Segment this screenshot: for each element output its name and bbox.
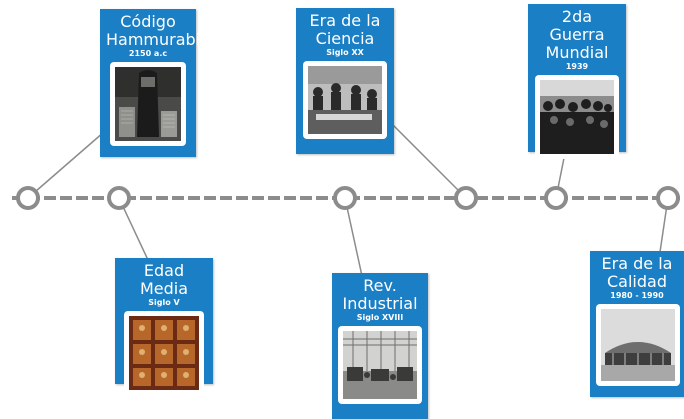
event-card-hammurabi[interactable]: Código Hammurabi 2150 a.c bbox=[100, 9, 201, 157]
event-photo-frame bbox=[303, 61, 387, 139]
event-title-line: Calidad bbox=[607, 272, 667, 291]
event-title-line: Era de la bbox=[309, 11, 381, 30]
event-title-line: Ciencia bbox=[315, 29, 375, 48]
event-title-line: Código bbox=[120, 12, 176, 31]
event-date: 1980 - 1990 bbox=[610, 291, 664, 300]
event-photo-frame bbox=[124, 311, 204, 395]
event-title-line: 2da Guerra bbox=[549, 7, 605, 44]
event-card-calidad[interactable]: Era de la Calidad 1980 - 1990 bbox=[590, 251, 684, 397]
connector-hammurabi bbox=[27, 131, 105, 199]
event-date: 2150 a.c bbox=[128, 49, 168, 58]
event-photo-frame bbox=[535, 75, 619, 159]
event-card-guerra[interactable]: 2da Guerra Mundial 1939 bbox=[528, 4, 626, 159]
event-photo-frame bbox=[596, 304, 680, 386]
timeline-node[interactable] bbox=[16, 186, 40, 210]
quality-era-building-photo bbox=[601, 309, 675, 381]
timeline-node[interactable] bbox=[656, 186, 680, 210]
event-date: Siglo V bbox=[148, 298, 180, 307]
event-card-ciencia[interactable]: Era de la Ciencia Siglo XX bbox=[296, 8, 394, 154]
timeline-node[interactable] bbox=[333, 186, 357, 210]
event-date: Siglo XX bbox=[326, 48, 364, 57]
event-title-line: Mundial bbox=[545, 43, 609, 62]
ww2-crowd-photo bbox=[540, 80, 614, 154]
hammurabi-stele-photo bbox=[115, 67, 181, 141]
event-title-line: Rev. bbox=[363, 276, 397, 295]
connector-industrial bbox=[344, 197, 363, 277]
event-photo-frame bbox=[110, 62, 186, 146]
event-photo-frame bbox=[338, 326, 422, 404]
medieval-altarpiece-photo bbox=[129, 316, 199, 390]
factory-hall-photo bbox=[343, 331, 417, 399]
event-title-line: Era de la bbox=[601, 254, 673, 273]
event-title-line: Hammurabi bbox=[106, 30, 201, 49]
connector-ciencia bbox=[389, 121, 467, 199]
event-date: Siglo XVIII bbox=[356, 313, 404, 322]
event-card-industrial[interactable]: Rev. Industrial Siglo XVIII bbox=[332, 273, 428, 419]
event-title-line: Edad Media bbox=[139, 261, 189, 298]
event-date: 1939 bbox=[565, 62, 589, 71]
timeline-node[interactable] bbox=[544, 186, 568, 210]
event-title-line: Industrial bbox=[342, 294, 418, 313]
timeline-node[interactable] bbox=[454, 186, 478, 210]
science-era-photo bbox=[308, 66, 382, 134]
event-card-edad-media[interactable]: Edad Media Siglo V bbox=[115, 258, 213, 395]
timeline-node[interactable] bbox=[107, 186, 131, 210]
